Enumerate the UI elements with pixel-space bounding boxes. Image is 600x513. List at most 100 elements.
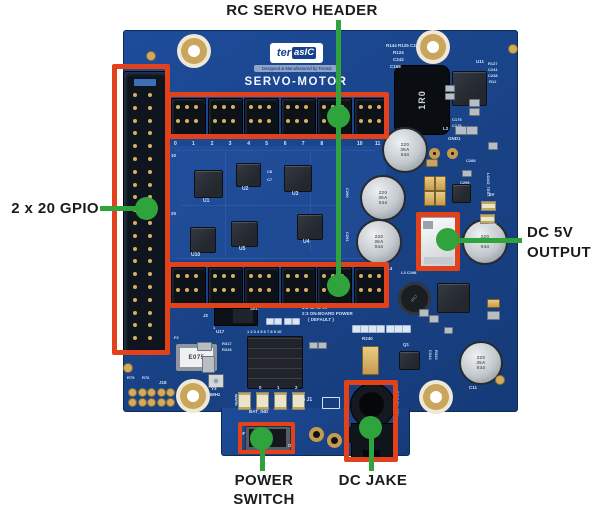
header-pin [258, 274, 263, 278]
header-pin [221, 119, 226, 123]
header-pin [230, 119, 235, 123]
silkscreen-label: R317 [222, 341, 232, 346]
servo-channel-number: 0 [174, 141, 177, 147]
silkscreen-label: J18 [159, 380, 167, 385]
led [274, 392, 287, 410]
servo-channel-number: 10 [357, 141, 363, 147]
header-pin [368, 105, 372, 109]
passive-component [362, 346, 379, 375]
silkscreen-label: ⊖ J1 [301, 397, 313, 403]
callout-dot [327, 274, 350, 297]
silkscreen-label: U17 [216, 329, 225, 334]
passive-component [445, 85, 455, 92]
header-pin [148, 285, 152, 289]
silkscreen-label: R76 [142, 375, 150, 380]
silkscreen-label: L3 C298 [401, 270, 417, 275]
header-pin [148, 118, 152, 123]
dc-5v-output-label-line2: OUTPUT [527, 243, 592, 261]
mounting-hole-core [187, 390, 199, 402]
header-pin [148, 297, 152, 302]
j18-pad [147, 388, 157, 397]
inductor-marking: 1R0 [416, 90, 427, 110]
header-pin [303, 119, 308, 123]
led [480, 214, 495, 224]
silkscreen-label: U1 [203, 198, 210, 204]
mounting-hole-ring [420, 34, 446, 60]
passive-component [309, 342, 318, 349]
silkscreen-label: OF [239, 431, 246, 436]
header-pin [148, 157, 152, 161]
header-pin [133, 182, 137, 187]
j18-pad [147, 397, 157, 407]
fiducial-dot [495, 375, 505, 385]
ic-chip [297, 214, 323, 240]
silkscreen-label: Q1 [403, 342, 410, 347]
pcb-trace [310, 152, 311, 252]
header-pin [148, 233, 152, 238]
silkscreen-label: 1 2 3 4 5 6 7 8 9 10 [247, 329, 282, 334]
silkscreen-label: GND1 [448, 136, 461, 141]
silkscreen-label: R318 [222, 347, 232, 352]
gpio-label: 2 x 20 GPIO [11, 200, 99, 217]
ic-chip [231, 221, 258, 247]
silkscreen-label: Y3 [211, 386, 217, 391]
silkscreen-label: 5V [489, 192, 495, 197]
silkscreen-label: C296 [460, 180, 470, 185]
silkscreen-label: ( DEFAULT ) [308, 317, 334, 322]
header-pin [221, 288, 226, 292]
header-pin [322, 288, 327, 292]
header-pin [249, 119, 254, 123]
header-pin [185, 274, 189, 278]
header-pin [133, 144, 137, 149]
mounting-hole-ring [181, 38, 207, 64]
header-pin [249, 105, 254, 109]
jack-callout-line [369, 433, 374, 471]
passive-component [487, 299, 500, 308]
passive-component [487, 311, 500, 320]
header-pin [285, 105, 290, 109]
header-pin [294, 274, 299, 278]
passive-component [424, 176, 435, 191]
servo-header-block [171, 98, 206, 136]
header-pin [185, 105, 189, 109]
solder-pad [308, 426, 324, 442]
silkscreen-label: C175 [452, 117, 462, 122]
servo-channel-number: 4 [247, 141, 250, 147]
servo-channel-number: 11 [375, 141, 381, 147]
power-inductor: 1R0 [394, 65, 450, 135]
header-pin [133, 105, 137, 110]
header-pin [194, 105, 198, 109]
header-pin [230, 288, 235, 292]
passive-component [435, 191, 446, 206]
silkscreen-label: 1 [213, 325, 216, 330]
header-pin [148, 221, 152, 225]
silkscreen-label: U2 [242, 186, 249, 192]
silkscreen-label: J2 [203, 313, 209, 318]
silkscreen-label: 2 [295, 385, 298, 390]
j18-pad [156, 388, 166, 397]
j18-pad [128, 397, 137, 407]
servo-header-bottom-highlight-rect [166, 262, 389, 308]
header-pin [212, 105, 217, 109]
mounting-hole [419, 380, 453, 414]
silkscreen-label: F2 [174, 335, 179, 340]
led [238, 392, 251, 410]
j18-pad [128, 388, 137, 397]
silkscreen-label: U5 [239, 246, 246, 252]
servo-channel-number: 6 [283, 141, 287, 147]
power-switch-label: POWER SWITCH [214, 472, 314, 509]
solder-pad [428, 147, 440, 159]
passive-component [488, 142, 498, 150]
header-pin [133, 118, 137, 123]
ic-chip [399, 351, 420, 370]
header-pin [133, 246, 137, 251]
header-pin [267, 105, 272, 109]
header-pin [148, 259, 152, 264]
jumper-cap [233, 309, 253, 323]
servo-channel-number: 1 [192, 141, 195, 147]
silkscreen-label: 24MHz [206, 392, 221, 397]
header-pin [133, 233, 137, 238]
silkscreen-label: L2 [443, 126, 449, 131]
